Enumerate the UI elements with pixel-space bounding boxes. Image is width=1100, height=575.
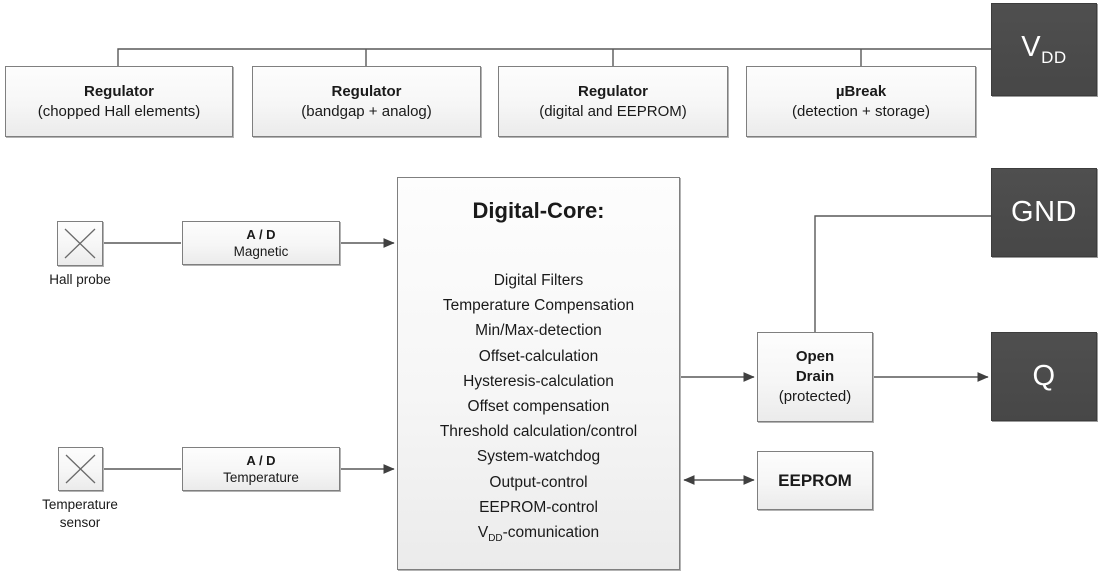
regulator-hall-title: Regulator [83,82,154,100]
core-function-hysteresis-calculation: Hysteresis-calculation [463,372,614,390]
open-drain-line2: Drain [795,368,835,385]
adc-magnetic-box: A / D Magnetic [182,221,340,265]
adc-temperature-box: A / D Temperature [182,447,340,491]
gnd-pin-label: GND [1011,196,1077,228]
digital-core-title: Digital-Core: [472,198,605,223]
q-pin-label: Q [1032,360,1056,392]
eeprom-label: EEPROM [778,470,852,490]
core-function-system-watchdog: System-watchdog [476,448,601,466]
ubreak-title: µBreak [835,82,887,100]
adc-temperature-title: A / D [246,453,276,468]
vdd-pin-label: VDD [1021,31,1067,67]
open-drain-line1: Open [795,348,835,365]
regulator-digital-title: Regulator [577,82,648,100]
adc-magnetic-title: A / D [246,227,276,242]
core-function-temp-compensation: Temperature Compensation [442,297,635,315]
adc-temperature-subtitle: Temperature [223,470,299,485]
sensor-cross-icon [64,228,96,259]
eeprom-box: EEPROM [757,451,873,510]
open-drain-box: Open Drain (protected) [757,332,873,422]
regulator-hall-box: Regulator (chopped Hall elements) [5,66,233,137]
sensor-cross-icon [65,454,96,484]
core-function-vdd-communication: VDD-comunication [477,524,600,545]
vdd-pin: VDD [991,3,1097,96]
hall-probe-symbol [57,221,103,266]
gnd-pin: GND [991,168,1097,257]
hall-probe-label: Hall probe [49,272,111,287]
adc-magnetic-subtitle: Magnetic [233,244,289,259]
regulator-bandgap-box: Regulator (bandgap + analog) [252,66,481,137]
core-function-minmax-detection: Min/Max-detection [475,322,602,340]
ubreak-subtitle: (detection + storage) [792,102,930,120]
core-function-offset-calculation: Offset-calculation [478,347,599,365]
ubreak-box: µBreak (detection + storage) [746,66,976,137]
digital-core-box: Digital-Core: Digital Filters Temperatur… [397,177,680,570]
open-drain-line3: (protected) [778,388,852,405]
core-function-digital-filters: Digital Filters [493,272,584,289]
temperature-sensor-label: Temperature sensor [42,497,118,530]
regulator-digital-subtitle: (digital and EEPROM) [539,102,687,120]
q-output-pin: Q [991,332,1097,421]
regulator-digital-box: Regulator (digital and EEPROM) [498,66,728,137]
core-function-threshold-control: Threshold calculation/control [439,423,638,441]
core-function-eeprom-control: EEPROM-control [479,498,598,516]
core-function-output-control: Output-control [489,473,588,491]
core-function-offset-compensation: Offset compensation [467,398,610,416]
regulator-bandgap-subtitle: (bandgap + analog) [301,102,432,120]
temperature-sensor-symbol [58,447,103,491]
regulator-hall-subtitle: (chopped Hall elements) [37,102,201,120]
regulator-bandgap-title: Regulator [331,82,402,100]
